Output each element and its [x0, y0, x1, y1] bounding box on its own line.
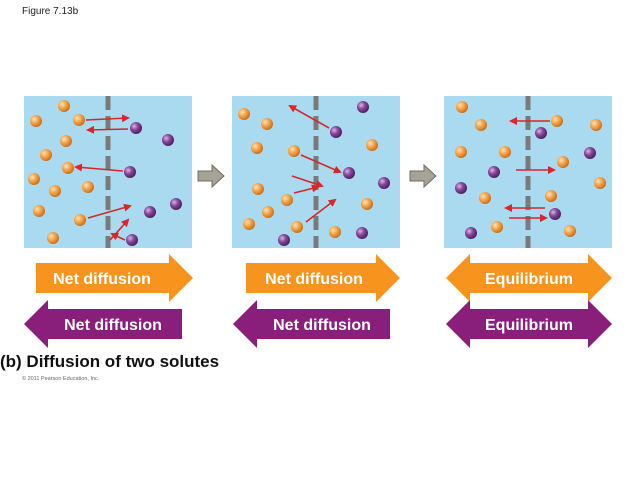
orange-solute — [30, 115, 42, 127]
motion-arrow — [87, 203, 132, 219]
orange-solute — [82, 181, 94, 193]
orange-solute — [281, 194, 293, 206]
orange-solute — [479, 192, 491, 204]
purple-solute — [130, 122, 142, 134]
orange-solute — [40, 149, 52, 161]
purple-solute — [144, 206, 156, 218]
chamber-1 — [24, 96, 192, 248]
stage-1-purple-arrow: Net diffusion — [24, 300, 182, 348]
orange-solute — [288, 145, 300, 157]
orange-solute — [455, 146, 467, 158]
motion-arrow — [85, 114, 130, 123]
motion-arrow — [300, 154, 342, 174]
orange-solute — [545, 190, 557, 202]
motion-arrow — [293, 184, 320, 194]
purple-solute — [170, 198, 182, 210]
stage-3-purple-arrow: Equilibrium — [446, 300, 612, 348]
orange-solute — [28, 173, 40, 185]
stage-1-purple-arrow-label: Net diffusion — [64, 317, 162, 334]
orange-solute — [551, 115, 563, 127]
orange-solute — [499, 146, 511, 158]
orange-solute — [58, 100, 70, 112]
figure-caption: (b) Diffusion of two solutes — [0, 352, 220, 371]
purple-solute — [126, 234, 138, 246]
purple-solute — [584, 147, 596, 159]
orange-solute — [47, 232, 59, 244]
orange-solute — [564, 225, 576, 237]
motion-arrow — [86, 125, 129, 134]
orange-solute — [74, 214, 86, 226]
stage-3-orange-arrow-label: Equilibrium — [485, 271, 573, 288]
orange-solute — [262, 206, 274, 218]
motion-arrow — [288, 105, 330, 129]
purple-solute — [356, 227, 368, 239]
orange-solute — [491, 221, 503, 233]
purple-solute — [488, 166, 500, 178]
stage-1-orange-arrow: Net diffusion — [36, 254, 193, 302]
stage-2-purple-arrow: Net diffusion — [233, 300, 390, 348]
orange-solute — [60, 135, 72, 147]
orange-solute — [252, 183, 264, 195]
motion-arrow — [74, 163, 124, 172]
orange-solute — [361, 198, 373, 210]
stage-2-orange-arrow: Net diffusion — [246, 254, 400, 302]
chamber-2 — [232, 96, 400, 248]
step-arrow-2 — [409, 163, 437, 189]
orange-solute — [73, 114, 85, 126]
chamber-3 — [444, 96, 612, 248]
orange-solute — [33, 205, 45, 217]
purple-solute — [357, 101, 369, 113]
copyright-notice: © 2011 Pearson Education, Inc. — [22, 376, 100, 382]
figure-label: Figure 7.13b — [22, 6, 79, 17]
motion-arrow — [305, 198, 337, 223]
purple-solute — [124, 166, 136, 178]
purple-solute — [278, 234, 290, 246]
stage-2-orange-arrow-label: Net diffusion — [265, 271, 363, 288]
orange-solute — [243, 218, 255, 230]
purple-solute — [330, 126, 342, 138]
orange-solute — [329, 226, 341, 238]
orange-solute — [261, 118, 273, 130]
stage-2-purple-arrow-label: Net diffusion — [273, 317, 371, 334]
stage-3-purple-arrow-label: Equilibrium — [485, 317, 573, 334]
orange-solute — [475, 119, 487, 131]
orange-solute — [590, 119, 602, 131]
stage-1-orange-arrow-label: Net diffusion — [53, 271, 151, 288]
purple-solute — [455, 182, 467, 194]
orange-solute — [62, 162, 74, 174]
purple-solute — [549, 208, 561, 220]
orange-solute — [456, 101, 468, 113]
purple-solute — [378, 177, 390, 189]
orange-solute — [594, 177, 606, 189]
purple-solute — [535, 127, 547, 139]
motion-arrow — [110, 232, 126, 241]
orange-solute — [49, 185, 61, 197]
orange-solute — [251, 142, 263, 154]
purple-solute — [465, 227, 477, 239]
step-arrow-1 — [197, 163, 225, 189]
orange-solute — [238, 108, 250, 120]
purple-solute — [343, 167, 355, 179]
motion-arrow — [291, 175, 324, 188]
orange-solute — [557, 156, 569, 168]
orange-solute — [366, 139, 378, 151]
stage-3-orange-arrow: Equilibrium — [446, 254, 612, 302]
orange-solute — [291, 221, 303, 233]
purple-solute — [162, 134, 174, 146]
